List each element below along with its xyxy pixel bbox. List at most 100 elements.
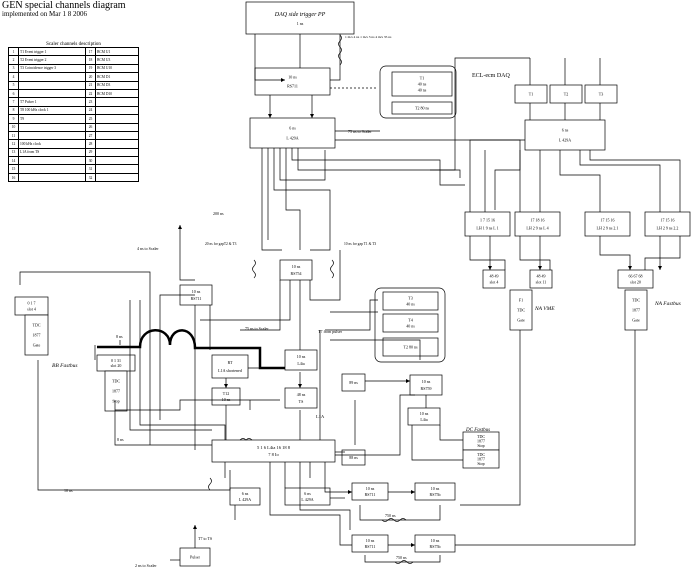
module-text: Gate bbox=[33, 343, 41, 348]
l1a-bold-wire bbox=[97, 329, 285, 370]
module-text: 0 1 7 bbox=[28, 301, 36, 306]
module-text: 1877 bbox=[33, 333, 41, 338]
ecl-label: ECL-ecm DAQ bbox=[472, 73, 510, 79]
cable-coil bbox=[208, 477, 212, 491]
scaler-channel-description bbox=[95, 172, 139, 183]
wire bbox=[460, 330, 521, 506]
arrowheads bbox=[178, 78, 662, 547]
module-text: RS711 bbox=[365, 492, 376, 497]
module-l4ia-big: 5 1 6 L4ia 16 18 87 8 Io bbox=[211, 439, 336, 463]
module-box bbox=[351, 534, 389, 553]
cable-coils bbox=[208, 34, 414, 564]
module-lr429-bl: 6 nsL 429A bbox=[229, 487, 261, 506]
cable-coil bbox=[330, 259, 334, 279]
arrowhead bbox=[298, 384, 302, 388]
t8-label: 8 ns bbox=[116, 334, 123, 339]
module-box bbox=[514, 84, 548, 104]
pulser-scaler-label: 2 ns to Scaler bbox=[135, 563, 157, 568]
module-text: slot 20 bbox=[111, 363, 122, 368]
module-box bbox=[514, 211, 561, 237]
module-box bbox=[284, 387, 318, 409]
module-box bbox=[462, 449, 500, 469]
module-text: 7 8 Io bbox=[268, 452, 279, 457]
module-text: T3 bbox=[408, 296, 412, 301]
module-pp-88: 88 ns bbox=[341, 449, 366, 466]
module-text: RS75b bbox=[430, 492, 441, 497]
timing-inset-top bbox=[379, 65, 457, 119]
module-text: TDC bbox=[632, 298, 640, 303]
module-text: L 429A bbox=[286, 136, 298, 141]
wire bbox=[297, 148, 461, 178]
module-inset1-t2: T2 80 ns bbox=[391, 101, 453, 115]
wire bbox=[559, 150, 601, 212]
module-box bbox=[524, 119, 606, 151]
dc-fastbus-label: DC Fastbus bbox=[465, 428, 490, 433]
module-box bbox=[509, 289, 533, 331]
module-text: T2 80 ns bbox=[415, 106, 429, 111]
delay-10-label: 10 ns for gap T1 & T3 bbox=[344, 242, 376, 246]
wire bbox=[240, 280, 281, 331]
module-text: L4ia bbox=[420, 417, 428, 422]
module-text: TDC bbox=[517, 308, 525, 313]
wire bbox=[309, 250, 341, 301]
l1a-label: L1A bbox=[316, 414, 325, 419]
module-box bbox=[391, 101, 453, 115]
module-pp-89: 89 ns bbox=[341, 373, 366, 392]
delay-200-label: 200 ns bbox=[213, 211, 224, 216]
module-daq-pp-frame bbox=[245, 1, 355, 35]
module-box bbox=[279, 259, 313, 281]
arrowhead bbox=[411, 543, 415, 547]
module-text: TDC bbox=[477, 434, 485, 439]
module-text: Stop bbox=[112, 399, 119, 404]
module-text: T3 bbox=[599, 92, 603, 97]
module-text: 6 ns bbox=[562, 128, 569, 133]
wire bbox=[335, 394, 415, 456]
cable-coil bbox=[338, 34, 342, 66]
module-box bbox=[284, 487, 331, 506]
cable-coil bbox=[394, 560, 414, 564]
module-box bbox=[529, 269, 553, 289]
wire bbox=[285, 148, 301, 250]
wire bbox=[19, 271, 151, 445]
wire bbox=[455, 330, 636, 546]
wire bbox=[37, 360, 231, 491]
module-box bbox=[584, 211, 631, 237]
module-text: 88 ns bbox=[349, 455, 358, 460]
module-text: 1877 bbox=[632, 308, 640, 313]
module-box bbox=[24, 314, 49, 356]
module-lr429-right: 6 nsL 429A bbox=[524, 119, 606, 151]
daq-pp-label: DAQ side trigger PP bbox=[274, 12, 326, 18]
module-text: T1 bbox=[420, 76, 424, 81]
module-rt: RT L1A shortened bbox=[211, 354, 249, 379]
module-text: RT bbox=[228, 360, 233, 365]
wire bbox=[579, 150, 661, 212]
arrowhead bbox=[488, 266, 492, 270]
module-box bbox=[211, 439, 336, 463]
wire bbox=[644, 236, 681, 270]
module-text: LH 2 9 ns 2.2 bbox=[657, 226, 679, 231]
module-text: 48 49 bbox=[490, 274, 499, 279]
module-text: L1A shortened bbox=[218, 368, 242, 373]
module-text: 48 ns bbox=[297, 392, 306, 397]
module-box bbox=[211, 354, 249, 379]
wire bbox=[139, 300, 226, 440]
wire bbox=[335, 139, 521, 210]
delay-20-label: 20 ns for gapT2 & T3 bbox=[205, 242, 237, 246]
arrowhead bbox=[268, 114, 272, 118]
module-box bbox=[414, 482, 456, 501]
module-lr429-bm: 6 nsL 429A bbox=[284, 487, 331, 506]
arrowhead bbox=[628, 266, 632, 270]
free-labels: DAQ side trigger PP 1 ns 1 m/s 4 ns 1 m/… bbox=[52, 12, 681, 568]
